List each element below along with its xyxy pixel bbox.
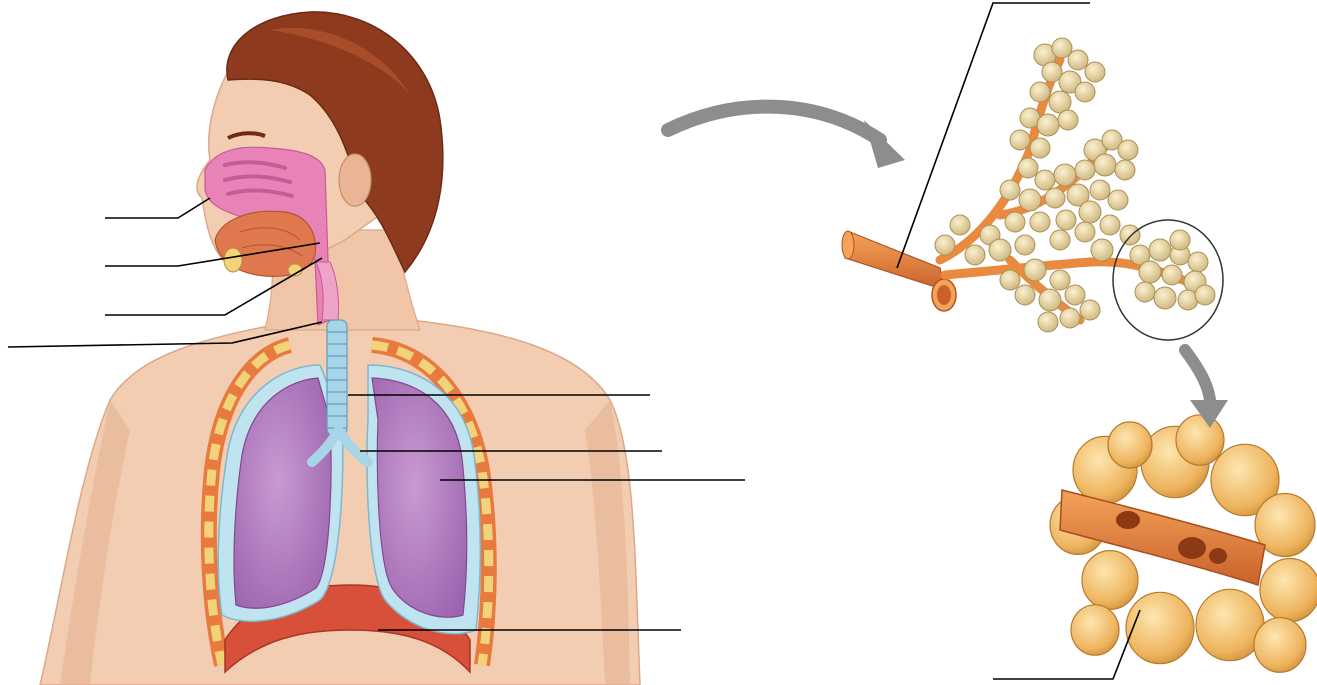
- alveolus-26: [1045, 188, 1065, 208]
- alveolus-28: [1090, 180, 1110, 200]
- alveolus-50: [1080, 300, 1100, 320]
- alveolus-33: [1005, 212, 1025, 232]
- alveolus-18: [1094, 154, 1116, 176]
- jaw-bone: [224, 248, 242, 272]
- closeup-alveolus-12: [1176, 415, 1224, 465]
- alveolus-8: [1075, 82, 1095, 102]
- bronchiole-end: [842, 231, 854, 259]
- alveolus-48: [1065, 285, 1085, 305]
- closeup-alveolus-8: [1126, 592, 1194, 663]
- alveolus-40: [1050, 230, 1070, 250]
- alveolus-14: [1030, 138, 1050, 158]
- alveoli-closeup: [1050, 415, 1317, 673]
- alveolus-11: [1037, 114, 1059, 136]
- alveolus-52: [1015, 285, 1035, 305]
- alveolus-22: [1035, 170, 1055, 190]
- alveolus-65: [1170, 230, 1190, 250]
- bronchiole-lumen: [937, 285, 951, 305]
- bronchiole-trunk: [845, 232, 945, 290]
- alveolus-35: [950, 215, 970, 235]
- alveolus-30: [1079, 201, 1101, 223]
- alveolus-24: [1000, 180, 1020, 200]
- closeup-alveolus-opening-2: [1178, 537, 1206, 559]
- closeup-alveolus-7: [1082, 551, 1138, 610]
- alveolus-13: [1010, 130, 1030, 150]
- alveolus-4: [1085, 62, 1105, 82]
- closeup-alveolus-opening-3: [1209, 548, 1227, 564]
- alveolus-20: [1075, 160, 1095, 180]
- alveolus-45: [1024, 259, 1046, 281]
- closeup-alveolus-13: [1108, 422, 1152, 468]
- label-line-alveoli: [993, 610, 1140, 679]
- alveolus-25: [1019, 189, 1041, 211]
- alveolus-57: [1188, 252, 1208, 272]
- trachea: [327, 320, 347, 435]
- closeup-alveolus-opening-1: [1116, 511, 1140, 529]
- alveolus-29: [1108, 190, 1128, 210]
- alveolus-43: [1120, 225, 1140, 245]
- alveolus-61: [1135, 282, 1155, 302]
- alveolus-39: [1015, 235, 1035, 255]
- alveoli-cluster: [935, 38, 1215, 332]
- alveolus-37: [965, 245, 985, 265]
- alveolus-12: [1058, 110, 1078, 130]
- alveolus-53: [1000, 270, 1020, 290]
- alveolus-59: [1162, 265, 1182, 285]
- closeup-alveolus-6: [1260, 559, 1317, 622]
- alveolus-32: [1030, 212, 1050, 232]
- alveolus-47: [1039, 289, 1061, 311]
- alveolus-51: [1038, 312, 1058, 332]
- torso-figure: [40, 12, 640, 685]
- alveolus-62: [1154, 287, 1176, 309]
- alveolus-38: [989, 239, 1011, 261]
- closeup-alveolus-11: [1071, 605, 1119, 655]
- alveolus-31: [1056, 210, 1076, 230]
- alveolus-46: [1050, 270, 1070, 290]
- alveolus-44: [1091, 239, 1113, 261]
- alveolus-36: [935, 235, 955, 255]
- alveolus-58: [1139, 261, 1161, 283]
- alveolus-17: [1118, 140, 1138, 160]
- alveolus-19: [1115, 160, 1135, 180]
- arrow-to-bronchiole: [668, 107, 905, 168]
- alveolus-7: [1030, 82, 1050, 102]
- ear: [339, 154, 371, 206]
- alveolus-23: [1018, 158, 1038, 178]
- alveolus-49: [1060, 308, 1080, 328]
- alveolus-41: [1075, 222, 1095, 242]
- closeup-alveolus-10: [1254, 618, 1306, 673]
- alveolus-42: [1100, 215, 1120, 235]
- alveolus-55: [1149, 239, 1171, 261]
- label-line-nasal-cavity: [105, 198, 210, 218]
- alveolus-21: [1054, 164, 1076, 186]
- alveolus-64: [1195, 285, 1215, 305]
- alveolus-3: [1068, 50, 1088, 70]
